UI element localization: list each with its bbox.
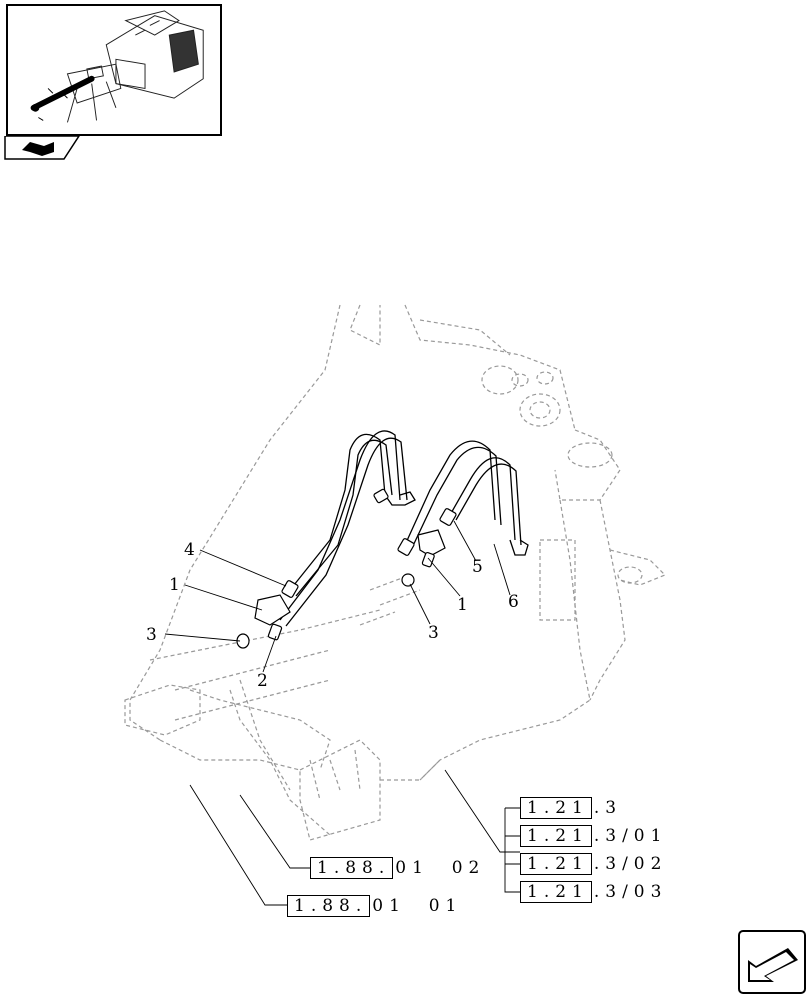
callout-3-left: 3 — [146, 625, 157, 645]
ref-suffix: 01 02 — [395, 858, 486, 878]
ref-link-1-88-01-01[interactable]: 1.88.01 01 — [287, 895, 462, 917]
frame-outline — [124, 304, 667, 841]
hose-pair-left — [279, 430, 416, 627]
ref-suffix: .3/01 — [593, 826, 668, 846]
callout-2: 2 — [257, 671, 268, 691]
ref-link-1-21-3-03[interactable]: 1.21.3/03 — [520, 881, 667, 903]
callout-5: 5 — [472, 557, 483, 577]
ref-suffix: .3 — [593, 798, 623, 818]
leader-lines — [164, 520, 520, 906]
ref-code: 1.21 — [520, 853, 592, 875]
ref-code: 1.21 — [520, 881, 592, 903]
machine-thumbnail[interactable] — [6, 4, 222, 136]
machine-overview-icon — [30, 10, 204, 123]
callout-3-right: 3 — [428, 623, 439, 643]
ref-suffix: 01 01 — [372, 896, 463, 916]
previous-page-arrow-icon[interactable] — [4, 136, 80, 160]
callout-1-left: 1 — [169, 575, 180, 595]
callout-4: 4 — [184, 540, 195, 560]
ref-code: 1.88. — [310, 857, 394, 879]
fittings — [236, 488, 457, 649]
callout-1-right: 1 — [457, 595, 468, 615]
ref-code: 1.88. — [287, 895, 371, 917]
ref-suffix: .3/02 — [593, 854, 668, 874]
ref-code: 1.21 — [520, 825, 592, 847]
callout-6: 6 — [508, 592, 519, 612]
next-page-arrow-icon[interactable] — [738, 930, 806, 994]
ref-code: 1.21 — [520, 797, 592, 819]
ref-link-1-21-3-01[interactable]: 1.21.3/01 — [520, 825, 667, 847]
ref-suffix: .3/03 — [593, 882, 668, 902]
hose-pair-right — [404, 440, 529, 556]
ref-link-1-21-3-02[interactable]: 1.21.3/02 — [520, 853, 667, 875]
ref-link-1-21-3[interactable]: 1.21.3 — [520, 797, 622, 819]
ref-link-1-88-01-02[interactable]: 1.88.01 02 — [310, 857, 485, 879]
